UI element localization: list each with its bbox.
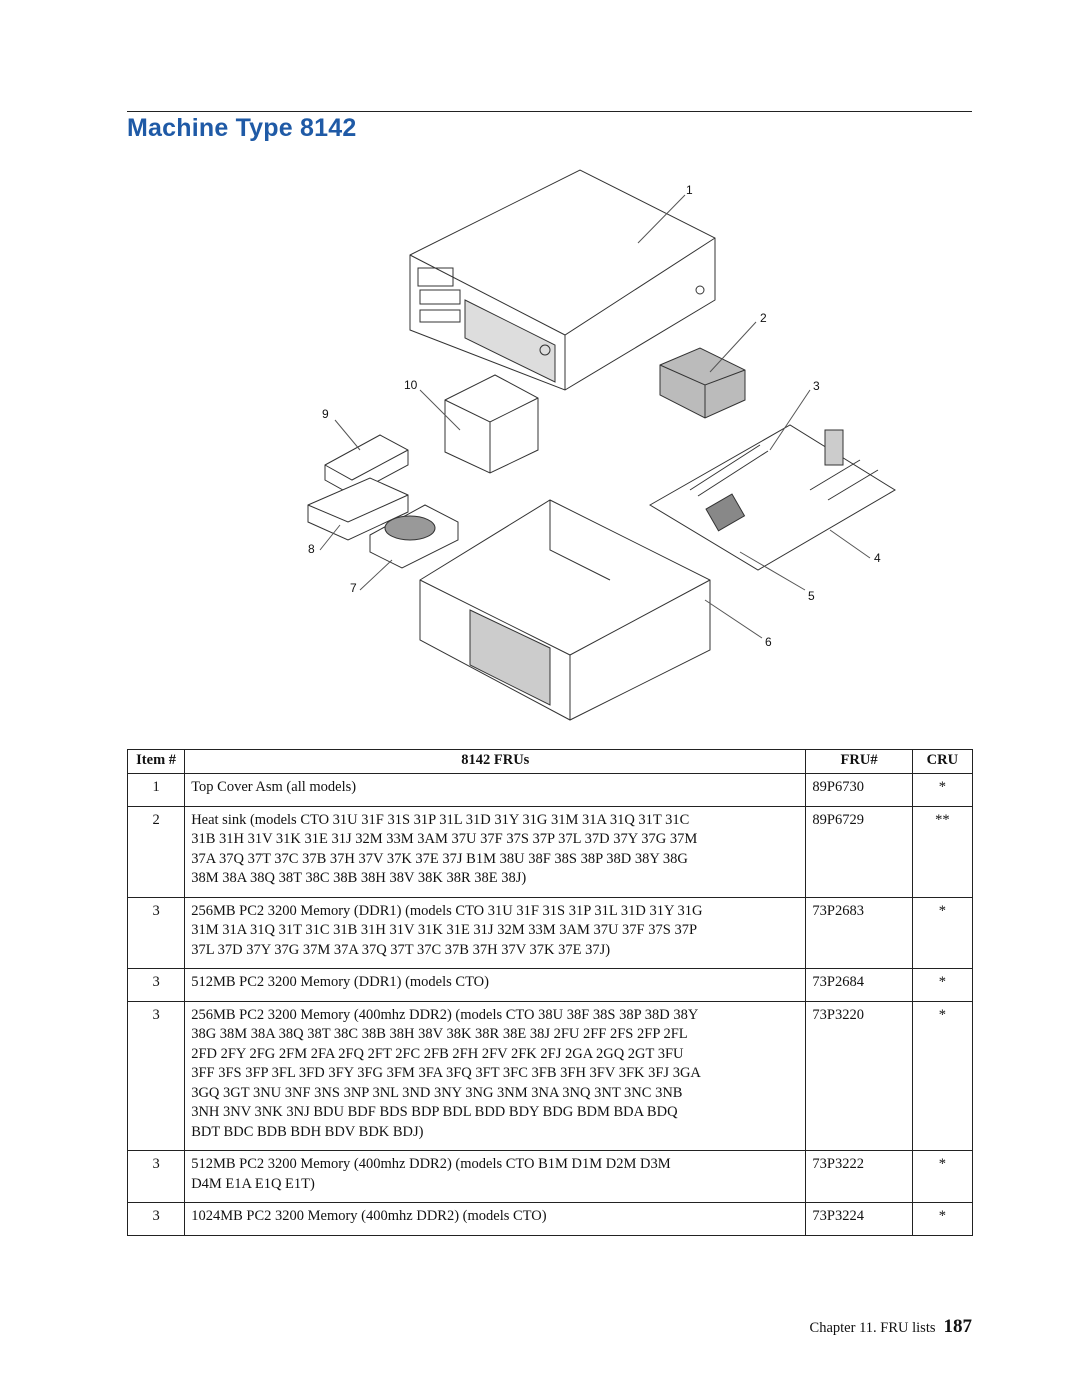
table-row: 3 1024MB PC2 3200 Memory (400mhz DDR2) (m… bbox=[126, 1202, 974, 1236]
cell-fru-number: 73P2683 bbox=[805, 896, 913, 969]
cell-description: Top Cover Asm (all models) bbox=[184, 773, 807, 807]
callout-2: 2 bbox=[760, 311, 767, 325]
table-row: 1 Top Cover Asm (all models) 89P6730* bbox=[126, 773, 974, 807]
cell-fru-number: 89P6729 bbox=[805, 805, 913, 898]
page-title: Machine Type 8142 bbox=[127, 114, 357, 142]
cell-item: 3 bbox=[126, 1000, 186, 1151]
cell-item: 3 bbox=[126, 968, 186, 1002]
callout-leaders bbox=[319, 194, 871, 639]
hard-disk-drawing bbox=[369, 504, 459, 569]
table-row: 3 512MB PC2 3200 Memory (400mhz DDR2) (mo… bbox=[126, 1150, 974, 1203]
page-footer: Chapter 11. FRU lists 187 bbox=[810, 1316, 972, 1338]
description-line: Top Cover Asm (all models) bbox=[191, 779, 357, 795]
callout-3: 3 bbox=[813, 379, 820, 393]
cell-fru-number: 89P6730 bbox=[805, 773, 913, 807]
top-cover-drawing bbox=[409, 169, 716, 391]
callout-5: 5 bbox=[808, 589, 815, 603]
cell-description: 1024MB PC2 3200 Memory (400mhz DDR2) (mo… bbox=[184, 1202, 807, 1236]
callout-4: 4 bbox=[874, 551, 881, 565]
cell-description: 256MB PC2 3200 Memory (400mhz DDR2) (mod… bbox=[184, 1000, 807, 1151]
callout-7: 7 bbox=[350, 581, 357, 595]
cell-item: 3 bbox=[126, 1202, 186, 1236]
chassis-drawing bbox=[419, 499, 711, 721]
description-line: 38G 38M 38A 38Q 38T 38C 38B 38H 38V 38K … bbox=[191, 1026, 688, 1042]
description-line: Heat sink (models CTO 31U 31F 31S 31P 31… bbox=[191, 811, 690, 828]
description-line: BDT BDC BDB BDH BDV BDK BDJ) bbox=[191, 1123, 424, 1140]
cell-description: 512MB PC2 3200 Memory (400mhz DDR2) (mod… bbox=[184, 1150, 807, 1203]
header-fru-number: FRU# bbox=[805, 749, 913, 774]
callout-10: 10 bbox=[404, 378, 418, 392]
cell-description: Heat sink (models CTO 31U 31F 31S 31P 31… bbox=[184, 805, 807, 898]
description-line: 3GQ 3GT 3NU 3NF 3NS 3NP 3NL 3ND 3NY 3NG … bbox=[191, 1084, 683, 1101]
cell-fru-number: 73P3224 bbox=[805, 1202, 913, 1236]
description-line: 31B 31H 31V 31K 31E 31J 32M 33M 3AM 37U … bbox=[191, 831, 698, 847]
optical-drive-drawing bbox=[324, 434, 409, 496]
description-line: 2FD 2FY 2FG 2FM 2FA 2FQ 2FT 2FC 2FB 2FH … bbox=[191, 1045, 684, 1062]
cell-fru-number: 73P3220 bbox=[805, 1000, 913, 1151]
callout-6: 6 bbox=[765, 635, 772, 649]
description-line: 1024MB PC2 3200 Memory (400mhz DDR2) (mo… bbox=[191, 1208, 547, 1224]
cell-cru: * bbox=[911, 773, 974, 807]
cell-description: 512MB PC2 3200 Memory (DDR1) (models CTO… bbox=[184, 968, 807, 1002]
header-cru: CRU bbox=[911, 749, 974, 774]
cell-item: 3 bbox=[126, 1150, 186, 1203]
floppy-drive-drawing bbox=[307, 477, 409, 541]
table-header-row: Item # 8142 FRUs FRU# CRU bbox=[126, 749, 974, 774]
component-10-drawing bbox=[444, 374, 539, 474]
description-line: 256MB PC2 3200 Memory (DDR1) (models CTO… bbox=[191, 902, 703, 919]
description-line: 512MB PC2 3200 Memory (400mhz DDR2) (mod… bbox=[191, 1156, 671, 1172]
table-row: 3 256MB PC2 3200 Memory (400mhz DDR2) (mo… bbox=[126, 1000, 974, 1151]
cell-cru: * bbox=[911, 1000, 974, 1151]
cell-fru-number: 73P3222 bbox=[805, 1150, 913, 1203]
table-row: 3 512MB PC2 3200 Memory (DDR1) (models CT… bbox=[126, 968, 974, 1002]
header-frus: 8142 FRUs bbox=[184, 749, 807, 774]
page-number: 187 bbox=[943, 1316, 973, 1337]
callout-9: 9 bbox=[322, 407, 329, 421]
description-line: D4M E1A E1Q E1T) bbox=[191, 1175, 315, 1192]
fru-table: Item # 8142 FRUs FRU# CRU 1 Top Cover Asm… bbox=[126, 749, 974, 1236]
description-line: 31M 31A 31Q 31T 31C 31B 31H 31V 31K 31E … bbox=[191, 922, 698, 938]
table-row: 2 Heat sink (models CTO 31U 31F 31S 31P 3… bbox=[126, 805, 974, 898]
table-row: 3 256MB PC2 3200 Memory (DDR1) (models CT… bbox=[126, 896, 974, 969]
cell-cru: * bbox=[911, 1202, 974, 1236]
description-line: 3FF 3FS 3FP 3FL 3FD 3FY 3FG 3FM 3FA 3FQ … bbox=[191, 1065, 701, 1081]
exploded-view-figure: 1 2 3 4 5 6 7 8 9 10 bbox=[280, 160, 920, 730]
description-line: 3NH 3NV 3NK 3NJ BDU BDF BDS BDP BDL BDD … bbox=[191, 1104, 678, 1120]
top-rule bbox=[127, 111, 972, 112]
cell-cru: * bbox=[911, 1150, 974, 1203]
cell-cru: * bbox=[911, 968, 974, 1002]
cell-fru-number: 73P2684 bbox=[805, 968, 913, 1002]
heat-sink-drawing bbox=[659, 347, 746, 419]
description-line: 256MB PC2 3200 Memory (400mhz DDR2) (mod… bbox=[191, 1006, 699, 1023]
cell-item: 1 bbox=[126, 773, 186, 807]
description-line: 38M 38A 38Q 38T 38C 38B 38H 38V 38K 38R … bbox=[191, 870, 527, 886]
cell-item: 3 bbox=[126, 896, 186, 969]
description-line: 512MB PC2 3200 Memory (DDR1) (models CTO… bbox=[191, 974, 489, 990]
cell-cru: * bbox=[911, 896, 974, 969]
cell-item: 2 bbox=[126, 805, 186, 898]
cell-cru: ** bbox=[911, 805, 974, 898]
footer-chapter: Chapter 11. FRU lists bbox=[809, 1320, 936, 1336]
description-line: 37A 37Q 37T 37C 37B 37H 37V 37K 37E 37J … bbox=[191, 850, 688, 867]
system-board-drawing bbox=[649, 424, 896, 571]
callout-1: 1 bbox=[686, 183, 693, 197]
header-item: Item # bbox=[126, 749, 186, 774]
cell-description: 256MB PC2 3200 Memory (DDR1) (models CTO… bbox=[184, 896, 807, 969]
callout-8: 8 bbox=[308, 542, 315, 556]
description-line: 37L 37D 37Y 37G 37M 37A 37Q 37T 37C 37B … bbox=[191, 941, 611, 958]
